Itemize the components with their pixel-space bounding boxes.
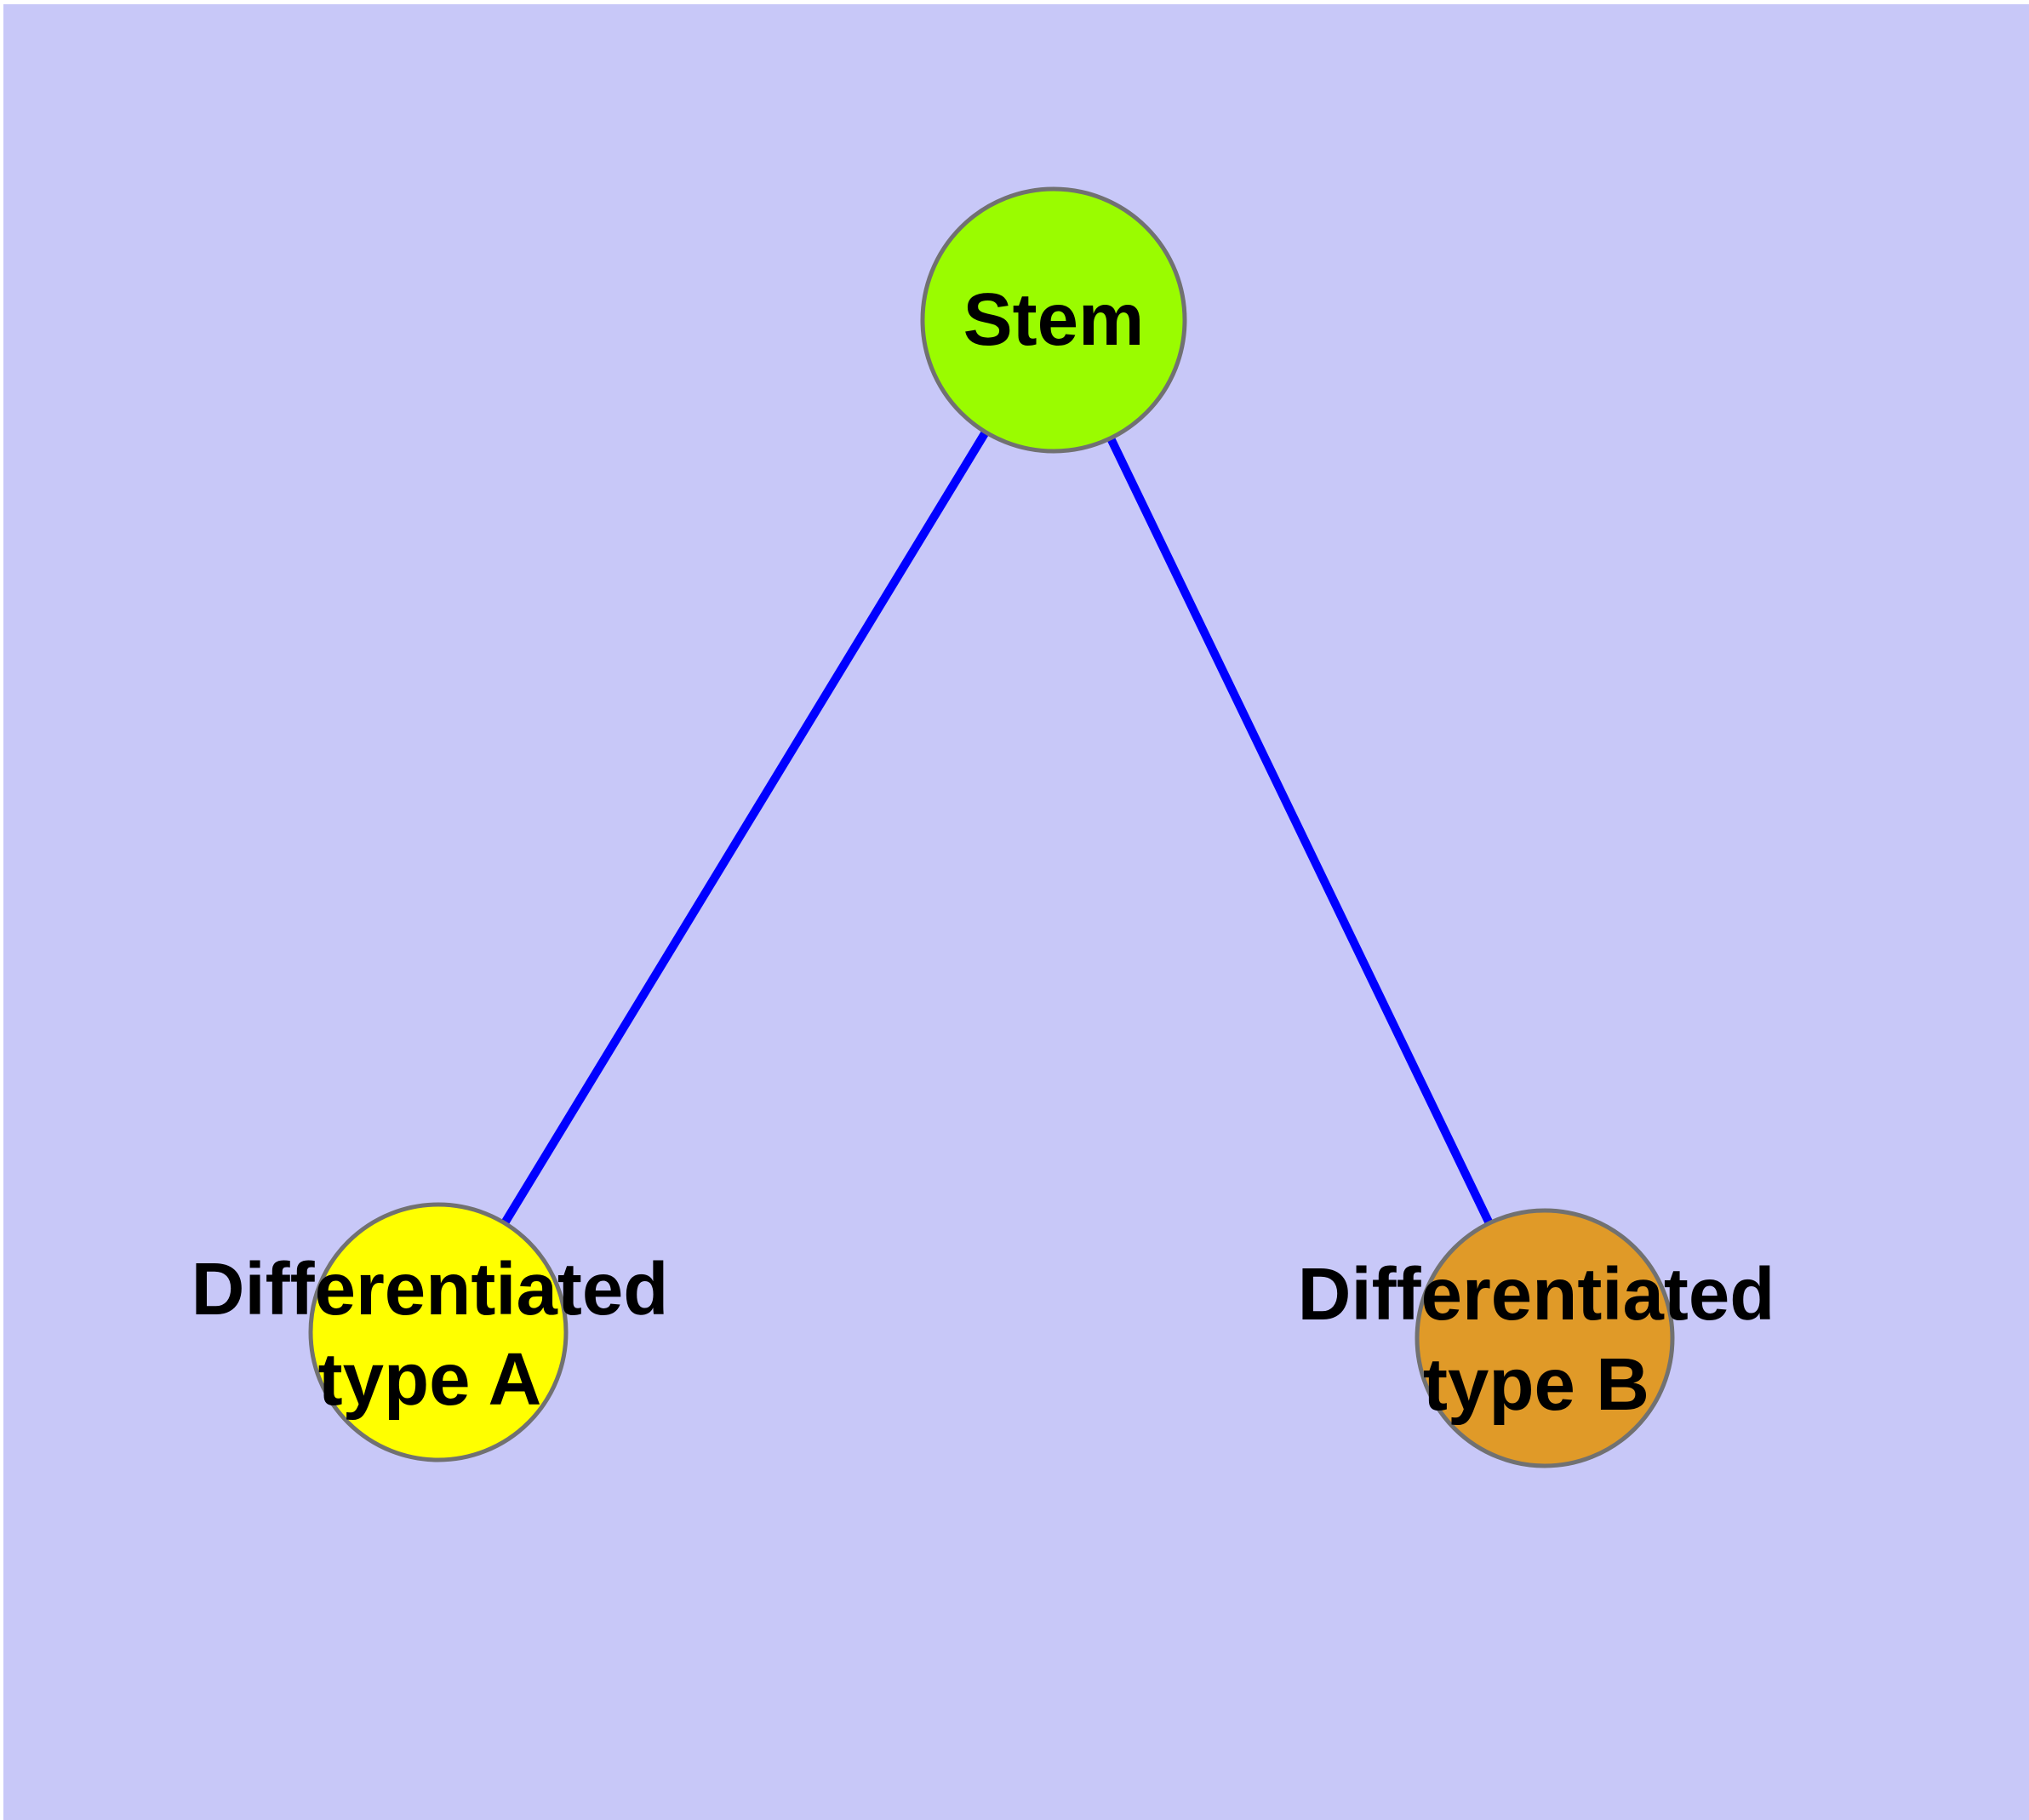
type-a-node <box>308 1202 569 1462</box>
type-b-node <box>1415 1208 1675 1468</box>
edge-stem-to-type-b <box>1049 318 1549 1341</box>
edge-stem-to-type-a <box>434 318 1058 1335</box>
stem-node <box>920 186 1187 454</box>
